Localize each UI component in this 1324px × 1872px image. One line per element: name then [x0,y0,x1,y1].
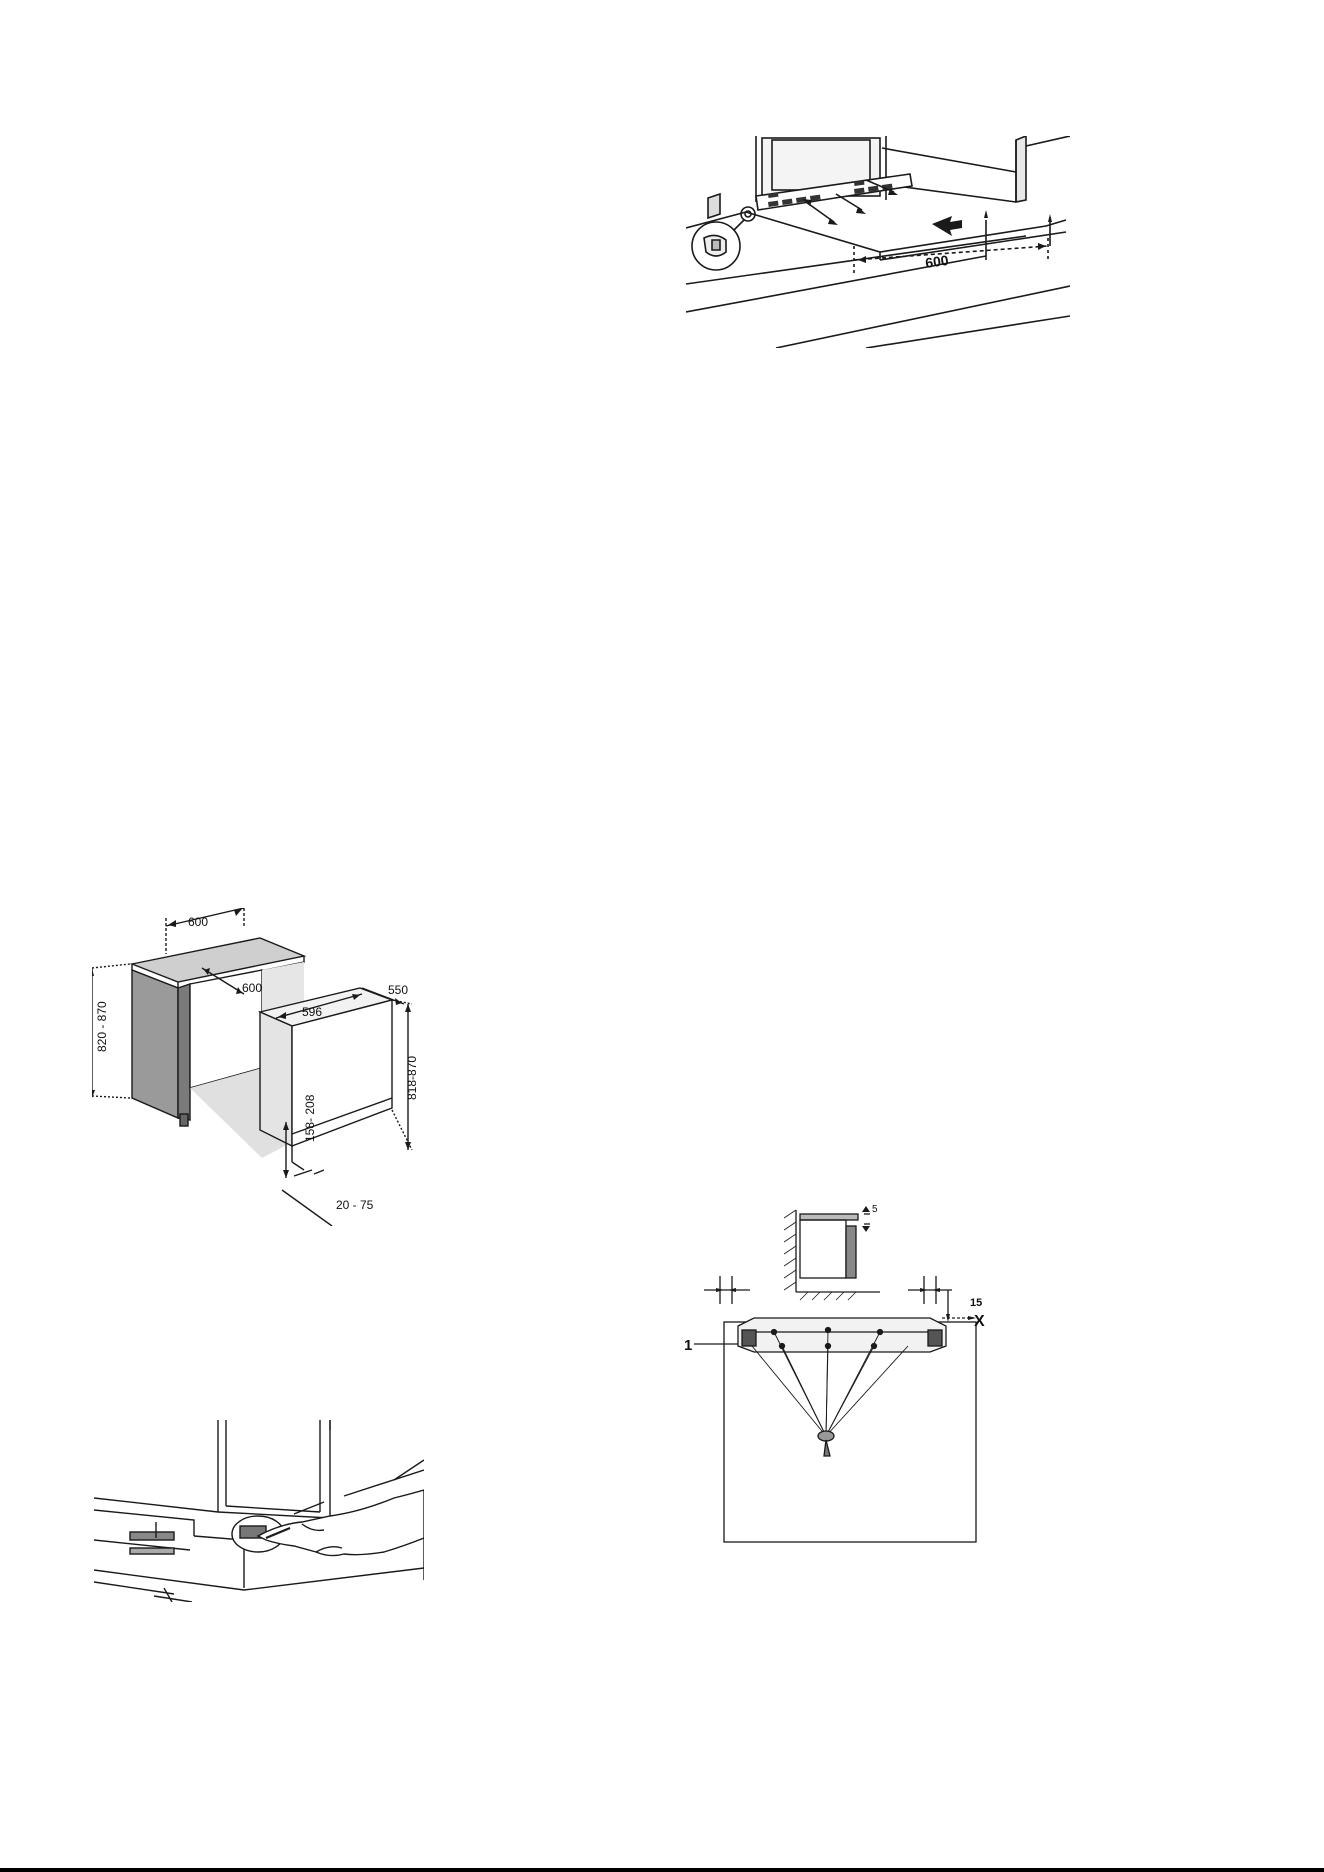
page-bottom-rule [0,1868,1324,1872]
dim-appliance-height: 818-870 [405,1056,419,1100]
dim-niche-height: 820 - 870 [95,1001,109,1052]
dim-depth: 550 [388,983,408,997]
figure-cabinet-dimensions: 600 600 550 596 820 - 870 818-870 158- 2… [92,908,432,1226]
figure-door-mounting: 5 15 X 1 [680,1200,992,1544]
dim-plinth-recess: 20 - 75 [336,1198,374,1212]
dim-side-gap: 15 [970,1297,982,1309]
dim-top-gap: 5 [872,1204,878,1215]
figure-hand-adjustment [94,1420,424,1602]
plinth-dimension-label: 600 [924,252,950,271]
label-x: X [974,1313,985,1330]
dim-plinth-height: 158- 208 [303,1094,317,1142]
label-bracket-1: 1 [684,1337,692,1354]
dim-top-width: 600 [188,915,208,929]
dim-niche-depth: 600 [242,981,262,995]
dim-appliance-width: 596 [302,1005,322,1019]
figure-plinth-adjustment: 600 [686,136,1070,348]
